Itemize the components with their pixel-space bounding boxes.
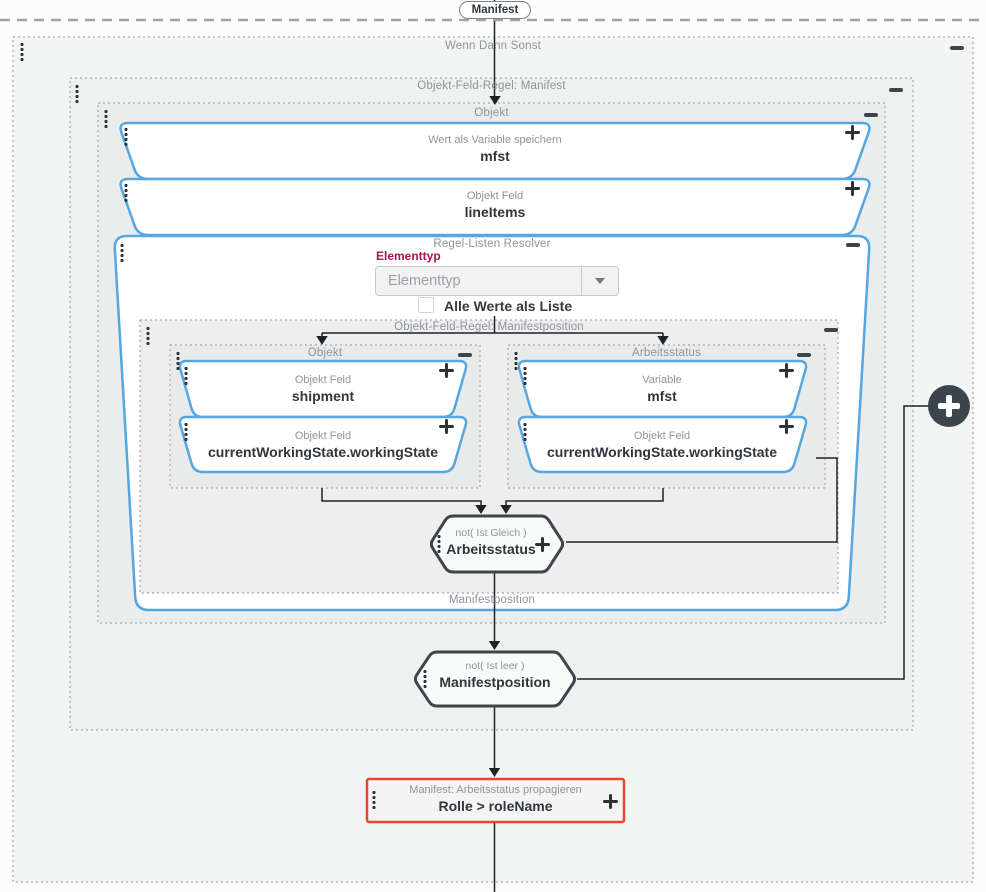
node-variable-mfst[interactable]: Variable mfst — [519, 374, 805, 405]
elementtyp-dropdown[interactable]: Elementtyp — [375, 266, 619, 296]
add-currentworkingstate-right-button[interactable] — [779, 419, 794, 434]
arbeitsstatus-subgroup-title: Arbeitsstatus — [631, 347, 702, 359]
collapse-rule-manifest-button[interactable] — [889, 88, 903, 92]
drag-handle-icon[interactable] — [514, 351, 518, 371]
collapse-wenn-dann-sonst-button[interactable] — [950, 46, 964, 50]
node-value: lineItems — [464, 204, 526, 220]
node-type-label: Objekt Feld — [633, 430, 691, 442]
node-type-label: Objekt Feld — [294, 374, 352, 386]
drag-handle-icon[interactable] — [437, 534, 441, 554]
action-value: Rolle > roleName — [438, 798, 553, 814]
condition-leer[interactable]: not( Ist leer ) Manifestposition — [414, 660, 576, 691]
node-value: currentWorkingState.workingState — [546, 444, 777, 460]
node-shipment[interactable]: Objekt Feld shipment — [180, 374, 466, 405]
action-propagieren[interactable]: Manifest: Arbeitsstatus propagieren Roll… — [372, 784, 619, 815]
collapse-objekt-subgroup-button[interactable] — [458, 353, 472, 357]
drag-handle-icon[interactable] — [176, 351, 180, 371]
elementtyp-field-label: Elementtyp — [376, 249, 441, 263]
add-currentworkingstate-left-button[interactable] — [439, 419, 454, 434]
condition-operator: not( Ist Gleich ) — [455, 527, 527, 539]
add-node-button[interactable] — [928, 385, 970, 427]
elementtyp-dropdown-button[interactable] — [581, 267, 618, 295]
condition-gleich-shape[interactable] — [429, 514, 565, 574]
drag-handle-icon[interactable] — [372, 790, 376, 810]
collapse-objekt-group-button[interactable] — [864, 113, 878, 117]
drag-handle-icon[interactable] — [20, 42, 24, 62]
objekt-subgroup-title: Objekt — [307, 347, 343, 359]
add-variable-mfst-button[interactable] — [779, 363, 794, 378]
node-value: currentWorkingState.workingState — [207, 444, 438, 460]
node-line-items[interactable]: Objekt Feld lineItems — [130, 190, 860, 221]
drag-handle-icon[interactable] — [423, 669, 427, 689]
node-type-label: Objekt Feld — [466, 190, 524, 202]
collapse-resolver-button[interactable] — [846, 243, 860, 247]
add-shipment-button[interactable] — [439, 363, 454, 378]
arrowhead — [489, 96, 501, 105]
drag-handle-icon[interactable] — [124, 183, 128, 203]
node-type-label: Wert als Variable speichern — [428, 134, 562, 146]
scope-pill-manifest[interactable]: Manifest — [459, 1, 531, 19]
drag-handle-icon[interactable] — [124, 127, 128, 147]
resolver-title: Regel-Listen Resolver — [433, 238, 551, 250]
alle-werte-checkbox-label: Alle Werte als Liste — [444, 298, 573, 314]
condition-leer-shape[interactable] — [413, 650, 577, 708]
connectors — [321, 316, 929, 892]
drag-handle-icon[interactable] — [523, 422, 527, 442]
action-label: Manifest: Arbeitsstatus propagieren — [409, 784, 582, 796]
chevron-down-icon — [595, 278, 605, 284]
add-condition-gleich-button[interactable] — [535, 537, 550, 552]
arrowheads — [316, 336, 669, 777]
drag-handle-icon[interactable] — [146, 326, 150, 346]
collapse-rule-manifestposition-button[interactable] — [824, 328, 838, 332]
plus-icon — [946, 395, 952, 417]
condition-value: Manifestposition — [439, 674, 551, 690]
collapse-arbeitsstatus-subgroup-button[interactable] — [797, 353, 811, 357]
node-value: shipment — [291, 388, 355, 404]
drag-handle-icon[interactable] — [184, 366, 188, 386]
condition-value: Arbeitsstatus — [446, 541, 536, 557]
node-type-label: Objekt Feld — [294, 430, 352, 442]
action-box-shape[interactable] — [365, 777, 626, 824]
add-line-items-button[interactable] — [845, 181, 860, 196]
drag-handle-icon[interactable] — [184, 422, 188, 442]
node-currentworkingstate-right-shape[interactable] — [517, 415, 808, 474]
add-store-variable-button[interactable] — [845, 125, 860, 140]
drag-handle-icon[interactable] — [75, 84, 79, 104]
add-action-button[interactable] — [603, 794, 618, 809]
node-currentworkingstate-right[interactable]: Objekt Feld currentWorkingState.workingS… — [519, 430, 805, 461]
drag-handle-icon[interactable] — [120, 243, 124, 263]
elementtyp-dropdown-value: Elementtyp — [388, 273, 461, 289]
rule-manifest-title: Objekt-Feld-Regel: Manifest — [417, 80, 566, 92]
rule-manifestposition-title: Objekt-Feld-Regel: Manifestposition — [394, 321, 584, 333]
node-value: mfst — [480, 148, 510, 164]
node-type-label: Variable — [642, 374, 682, 386]
node-value: mfst — [647, 388, 677, 404]
condition-operator: not( Ist leer ) — [465, 660, 525, 672]
objekt-group-title: Objekt — [474, 107, 509, 119]
node-currentworkingstate-left[interactable]: Objekt Feld currentWorkingState.workingS… — [180, 430, 466, 461]
wenn-dann-sonst-title: Wenn Dann Sonst — [444, 40, 542, 52]
alle-werte-checkbox[interactable] — [418, 297, 434, 313]
condition-gleich[interactable]: not( Ist Gleich ) Arbeitsstatus — [430, 527, 552, 558]
node-currentworkingstate-left-shape[interactable] — [178, 415, 468, 474]
drag-handle-icon[interactable] — [523, 366, 527, 386]
node-line-items-shape[interactable] — [119, 177, 871, 237]
node-store-variable[interactable]: Wert als Variable speichern mfst — [130, 134, 860, 165]
drag-handle-icon[interactable] — [104, 109, 108, 129]
resolver-bottom-label: Manifestposition — [448, 594, 536, 606]
